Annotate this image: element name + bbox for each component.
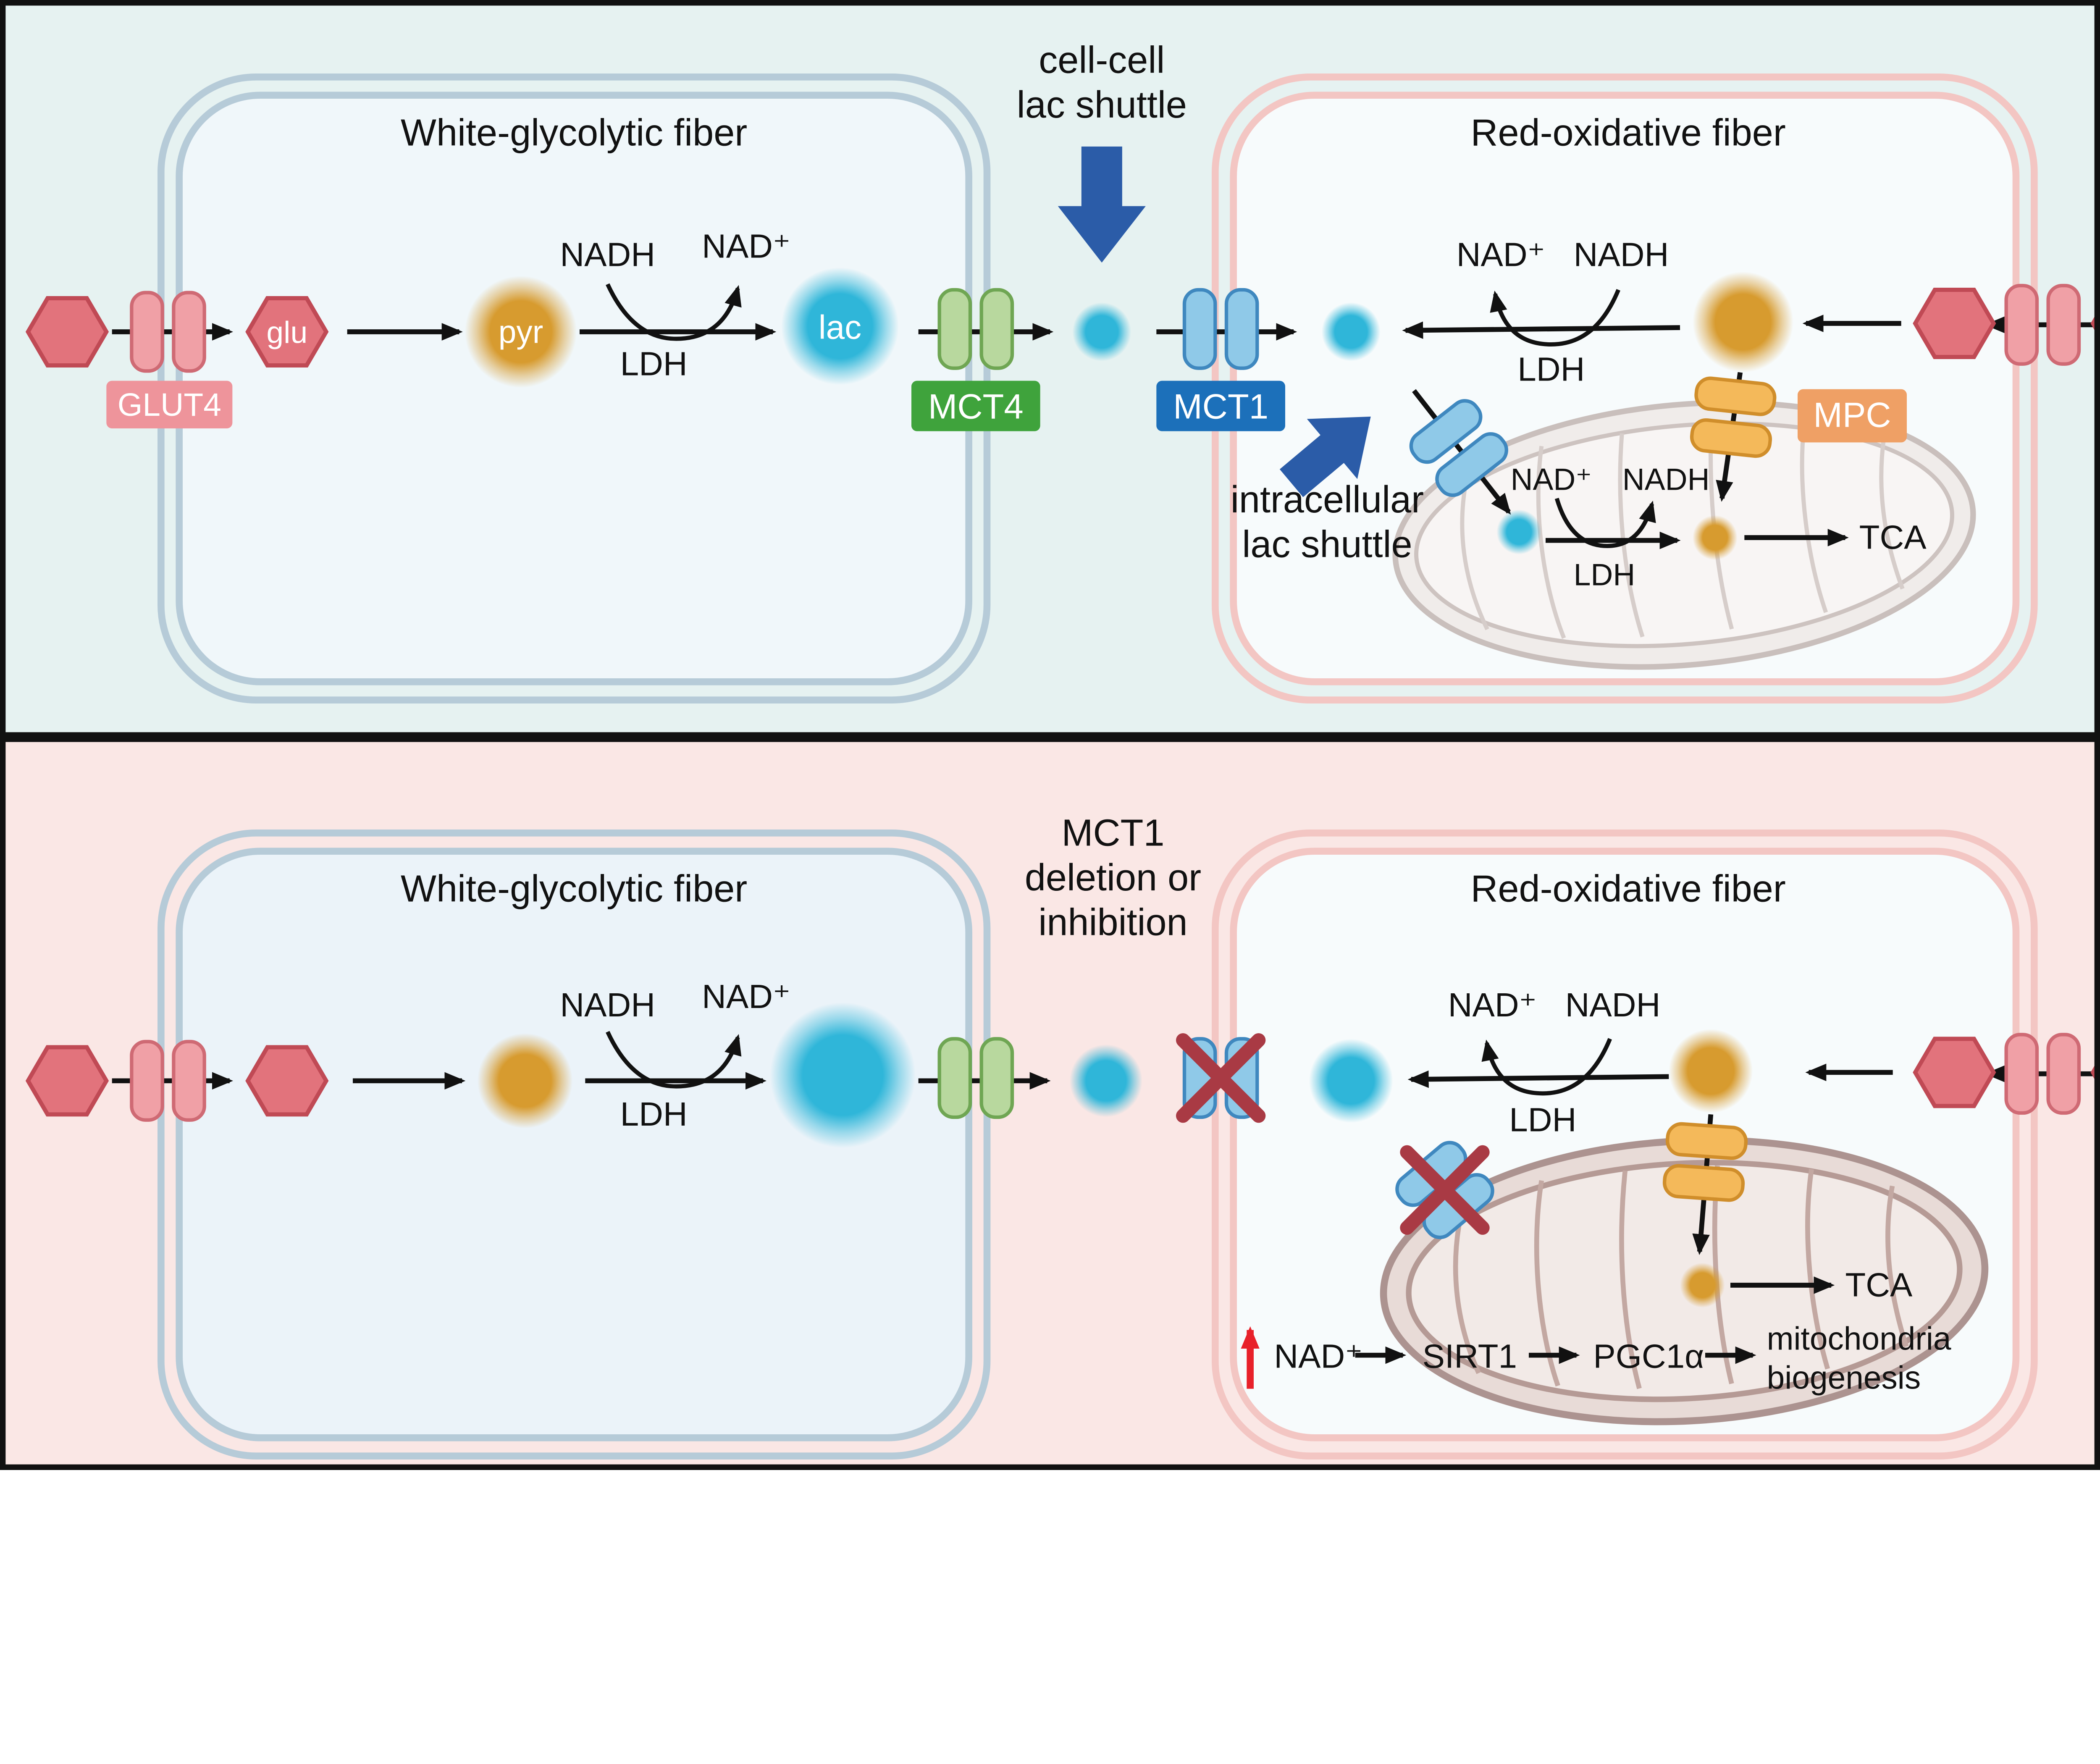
- mpc-label: MPC: [1813, 396, 1891, 435]
- glut4-label-box: [106, 381, 233, 428]
- lactate-dot-intercellular: [1072, 302, 1131, 361]
- mito-mct1-transporter-group-bottom: [1391, 1137, 1498, 1243]
- nadh-label-red: NADH: [1574, 236, 1669, 273]
- nad-label: NAD⁺: [702, 227, 790, 265]
- nadh-to-nad-arc-bottom: [606, 1031, 742, 1089]
- lactate-accumulation-circle: [770, 1002, 916, 1148]
- bottom-panel: White-glycolytic fiber Red-oxidative fib…: [4, 742, 2100, 1466]
- pyruvate-circle-red-fiber: [1693, 271, 1793, 373]
- lac-label: lac: [819, 309, 861, 346]
- nadh-label-bottom: NADH: [560, 986, 655, 1024]
- panel-divider: [0, 732, 2100, 742]
- mct1-label-box: [1156, 381, 1285, 431]
- white-fiber-title-bottom: White-glycolytic fiber: [401, 868, 747, 910]
- glucose-hexagon-outside-left: [28, 298, 107, 365]
- pgc1a-label: PGC1α: [1593, 1338, 1704, 1375]
- nadh-label-red-bottom: NADH: [1565, 986, 1661, 1024]
- mito-nad-label: NAD⁺: [1511, 462, 1592, 497]
- figure-border: [0, 0, 2100, 1470]
- sirt1-label: SIRT1: [1423, 1338, 1517, 1375]
- red-fiber-outer-membrane-bottom: [1212, 830, 2038, 1460]
- nad-up-label: NAD⁺: [1274, 1338, 1362, 1375]
- mito-nad-to-nadh-arc: [1554, 498, 1656, 549]
- white-fiber-inner-membrane: [176, 92, 972, 685]
- pyr-label: pyr: [499, 315, 543, 350]
- mct1-deletion-line2: deletion or: [1025, 857, 1201, 899]
- glu-label: glu: [266, 315, 307, 350]
- lactate-dot-mito: [1496, 509, 1541, 554]
- nadh-label: NADH: [560, 236, 655, 273]
- nadh-to-nad-arc: [606, 283, 742, 341]
- cell-cell-shuttle-line2: lac shuttle: [1017, 84, 1187, 126]
- white-fiber-inner-membrane-bottom: [176, 848, 972, 1441]
- lactate-dot-intercellular-bottom: [1069, 1044, 1142, 1117]
- top-transporter-labels: GLUT4 MCT4 MCT1 MPC: [106, 381, 1907, 443]
- nad-label-bottom: NAD⁺: [702, 978, 790, 1015]
- mito-mct1-transporter-group: [1383, 389, 1540, 515]
- lactate-dot-red-fiber: [1321, 302, 1381, 361]
- glut4-label: GLUT4: [118, 387, 221, 423]
- nadh-to-nad-arc-red-fiber: [1490, 289, 1620, 347]
- mito-nadh-label: NADH: [1622, 462, 1710, 497]
- ldh-label-red: LDH: [1517, 351, 1585, 388]
- nad-label-red: NAD⁺: [1457, 236, 1545, 273]
- red-fiber-title-bottom: Red-oxidative fiber: [1470, 868, 1785, 910]
- ldh-label-red-bottom: LDH: [1509, 1101, 1576, 1138]
- mct1-deletion-line1: MCT1: [1062, 812, 1165, 854]
- mct1-label: MCT1: [1173, 387, 1268, 426]
- pyruvate-dot-mito: [1693, 515, 1738, 560]
- pyruvate-circle-red-bottom: [1669, 1029, 1753, 1113]
- intracellular-shuttle-line2: lac shuttle: [1242, 524, 1412, 566]
- glucose-hexagon-inside-left-bottom: [248, 1047, 326, 1114]
- pyruvate-dot-mito-bottom: [1680, 1263, 1725, 1308]
- red-fiber-title: Red-oxidative fiber: [1470, 112, 1785, 154]
- mpc-label-box: [1798, 389, 1907, 443]
- lactate-shuttle-figure: White-glycolytic fiber Red-oxidative fib…: [0, 0, 2100, 1470]
- tca-label: TCA: [1859, 519, 1927, 556]
- nadh-to-nad-arc-red-bottom: [1481, 1038, 1612, 1096]
- ldh-label: LDH: [620, 345, 688, 382]
- mct4-label-box: [911, 381, 1040, 431]
- cell-cell-shuttle-line1: cell-cell: [1039, 39, 1165, 81]
- tca-label-bottom: TCA: [1845, 1266, 1913, 1304]
- nad-label-red-bottom: NAD⁺: [1448, 986, 1537, 1024]
- pyr-to-lac-arrow-red-bottom: [1407, 1070, 1669, 1088]
- glucose-hexagon-outside-left-bottom: [28, 1047, 107, 1114]
- mitochondrion-top: [1392, 400, 1976, 670]
- lactate-circle: [781, 267, 899, 385]
- mito-biogenesis-line1: mitochondria: [1767, 1321, 1951, 1357]
- white-fiber-outer-membrane-bottom: [157, 830, 991, 1460]
- top-panel: White-glycolytic fiber Red-oxidative fib…: [4, 4, 2100, 734]
- glucose-hexagon-inside-red-bottom: [1915, 1039, 1994, 1106]
- mito-ldh-label: LDH: [1574, 557, 1635, 592]
- bottom-white-fiber-cell: White-glycolytic fiber: [157, 830, 991, 1460]
- ldh-label-bottom: LDH: [620, 1095, 688, 1133]
- pyruvate-circle-bottom: [477, 1033, 573, 1129]
- pyruvate-circle: [465, 276, 577, 388]
- top-white-fiber-cell: White-glycolytic fiber: [157, 73, 991, 704]
- mito-biogenesis-line2: biogenesis: [1767, 1360, 1921, 1396]
- figure-canvas: White-glycolytic fiber Red-oxidative fib…: [0, 0, 2100, 1470]
- intracellular-shuttle-line1: intracellular: [1231, 479, 1424, 521]
- lactate-dot-red-fiber-bottom: [1309, 1039, 1393, 1123]
- pyr-to-lac-arrow-red-fiber: [1402, 321, 1680, 339]
- mct4-label: MCT4: [928, 387, 1024, 426]
- mct1-deletion-line3: inhibition: [1038, 902, 1187, 944]
- white-fiber-title: White-glycolytic fiber: [401, 112, 747, 154]
- glucose-hexagon-inside-red: [1915, 290, 1994, 357]
